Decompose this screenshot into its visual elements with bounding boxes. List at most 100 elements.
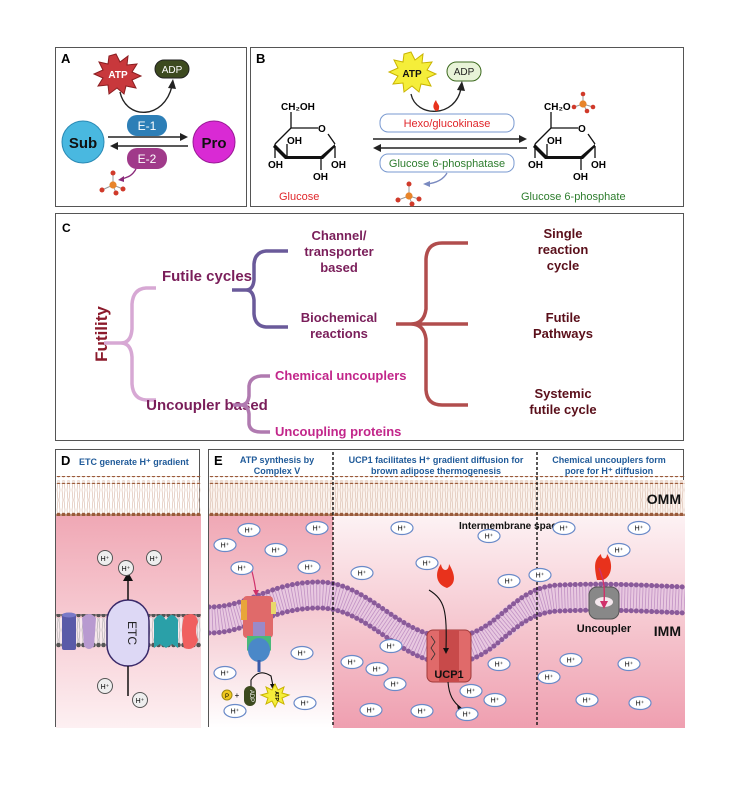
svg-text:reaction: reaction: [538, 242, 589, 257]
single-reaction-cycle-label: Single reaction cycle: [538, 226, 589, 273]
svg-text:transporter: transporter: [304, 244, 373, 259]
uncoupler-based-label: Uncoupler based: [146, 397, 268, 414]
svg-text:H⁺: H⁺: [272, 548, 281, 555]
proton-icon: H⁺: [290, 645, 314, 661]
oh-label: OH: [331, 160, 346, 171]
atp-starburst-icon: ATP: [92, 53, 143, 95]
svg-text:H⁺: H⁺: [636, 701, 645, 708]
svg-text:P: P: [225, 694, 229, 700]
outer-membrane-heads-bottom: [209, 508, 685, 516]
adp-label: ADP: [454, 67, 475, 78]
arrowhead-icon: [123, 572, 133, 581]
omm-label: OMM: [647, 491, 681, 507]
svg-text:H⁺: H⁺: [583, 698, 592, 705]
svg-text:H⁺: H⁺: [485, 534, 494, 541]
panel-e-letter: E: [214, 453, 223, 468]
arrowhead-icon: [600, 601, 608, 609]
proton-icon: H⁺: [350, 565, 374, 581]
svg-text:H⁺: H⁺: [305, 565, 314, 572]
arrowhead-icon: [457, 81, 465, 91]
proton-icon: H⁺: [213, 665, 237, 681]
e2-to-phosphate-arrow: [121, 168, 137, 180]
glucose-structure: CH₂OH O OH OH OH OH: [268, 102, 346, 183]
svg-text:UCP1 facilitates H⁺ gradient d: UCP1 facilitates H⁺ gradient diffusion f…: [349, 455, 524, 465]
glucose-label: Glucose: [279, 191, 319, 203]
svg-text:H⁺: H⁺: [467, 689, 476, 696]
svg-text:Futile: Futile: [546, 310, 581, 325]
svg-text:Biochemical: Biochemical: [301, 310, 378, 325]
panel-b-letter: B: [256, 51, 265, 66]
svg-text:H⁺: H⁺: [418, 709, 427, 716]
proton-icon: H⁺: [146, 550, 162, 566]
arrowhead-icon: [110, 142, 118, 150]
oh-label: OH: [547, 136, 562, 147]
panel-e: E ATP synthesis by Complex V UCP1 facili…: [206, 449, 688, 728]
proton-icon: H⁺: [264, 542, 288, 558]
atp-label: ATP: [108, 70, 128, 81]
enzyme-e2-label: E-2: [138, 152, 157, 166]
arrowhead-icon: [373, 144, 381, 152]
svg-text:H⁺: H⁺: [635, 526, 644, 533]
forward-enzyme-label: Hexo/glucokinase: [404, 118, 491, 130]
proton-icon: H⁺: [118, 560, 134, 576]
proton-icon: H⁺: [213, 537, 237, 553]
chemical-uncouplers-label: Chemical uncouplers: [275, 368, 406, 383]
proton-icon: H⁺: [410, 703, 434, 719]
root-futility: Futility: [92, 306, 111, 362]
proton-icon: H⁺: [365, 661, 389, 677]
futile-pathways-label: Futile Pathways: [533, 310, 593, 341]
svg-text:H⁺: H⁺: [491, 698, 500, 705]
proton-icon: H⁺: [297, 559, 321, 575]
atp-label: ATP: [402, 69, 422, 80]
imm-label: IMM: [654, 623, 681, 639]
svg-text:Pathways: Pathways: [533, 326, 593, 341]
bracket-level1: [104, 286, 156, 402]
channel-transporter-label: Channel/ transporter based: [304, 228, 373, 275]
svg-text:H⁺: H⁺: [560, 526, 569, 533]
enzyme-e2-icon: E-2: [127, 148, 167, 169]
svg-text:H⁺: H⁺: [373, 667, 382, 674]
arrowhead-icon: [423, 181, 430, 187]
proton-icon: H⁺: [132, 692, 148, 708]
svg-text:H⁺: H⁺: [387, 644, 396, 651]
bracket-uncoupler: [233, 374, 270, 434]
adp-pill-icon: ADP: [244, 686, 256, 706]
svg-text:based: based: [320, 260, 358, 275]
proton-icon: H⁺: [340, 654, 364, 670]
proton-icon: H⁺: [552, 520, 576, 536]
proton-into-ucp1-arrow: [428, 589, 447, 651]
panel-d-letter: D: [61, 453, 70, 468]
proton-icon: H⁺: [383, 676, 407, 692]
glucose-6-phosphate-structure: CH₂O O OH OH OH OH: [528, 91, 606, 183]
outer-membrane-heads-top: [56, 476, 201, 484]
proton-icon: H⁺: [293, 695, 317, 711]
panel-a: A ATP ADP E-1 E-2 Sub: [55, 47, 247, 207]
panel-a-letter: A: [61, 51, 71, 66]
g6p-ch2o: CH₂O: [544, 102, 571, 113]
svg-text:H⁺: H⁺: [615, 548, 624, 555]
uncoupler-proton-arrow: [598, 567, 606, 605]
phosphatase-box: [379, 153, 515, 173]
svg-text:ATP: ATP: [273, 691, 279, 701]
proton-icon: H⁺: [359, 702, 383, 718]
panel-e-diagram: E ATP synthesis by Complex V UCP1 facili…: [206, 452, 688, 728]
proton-icon: H⁺: [607, 542, 631, 558]
svg-text:Systemic: Systemic: [534, 386, 591, 401]
hexokinase-box: [379, 113, 515, 133]
proton-icon: H⁺: [528, 567, 552, 583]
glucose-6-phosphate-label: Glucose 6-phosphate: [521, 191, 626, 203]
plus-sign: +: [235, 691, 240, 700]
panel-c: C Futility Futile cycles Uncoupler based…: [55, 213, 684, 441]
section-uncoupler-title: Chemical uncouplers form pore for H⁺ dif…: [552, 455, 666, 476]
oh-label: OH: [287, 136, 302, 147]
svg-text:H⁺: H⁺: [101, 684, 110, 691]
svg-text:H⁺: H⁺: [545, 675, 554, 682]
proton-group: H⁺H⁺H⁺H⁺H⁺H⁺H⁺H⁺H⁺H⁺H⁺H⁺H⁺H⁺H⁺H⁺H⁺H⁺H⁺H⁺…: [213, 520, 652, 722]
proton-icon: H⁺: [415, 555, 439, 571]
svg-text:Channel/: Channel/: [312, 228, 367, 243]
svg-text:H⁺: H⁺: [398, 526, 407, 533]
proton-icon: H⁺: [537, 669, 561, 685]
phosphate-pi-icon: P: [221, 689, 233, 701]
phosphate-icon: [395, 181, 422, 207]
reverse-enzyme-label: Glucose 6-phosphatase: [389, 158, 505, 170]
